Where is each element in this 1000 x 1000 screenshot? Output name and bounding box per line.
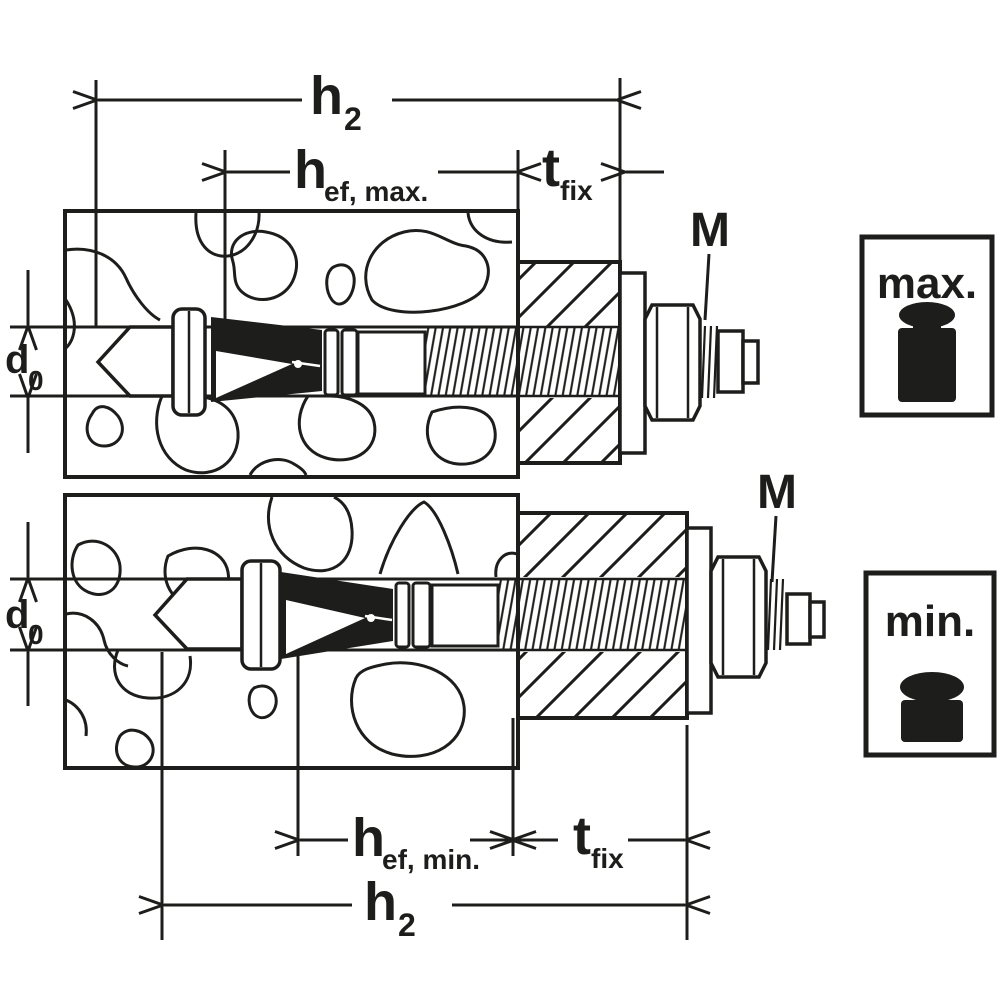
dimension-subscript: ef, max.: [324, 176, 428, 207]
thread-band-top: [425, 325, 620, 398]
light-weight-icon: [900, 672, 964, 742]
dimension-subscript: fix: [591, 843, 624, 874]
thread-runout-bottom: [766, 578, 785, 651]
thread-size-label: M: [690, 204, 730, 257]
dimension-subscript: 2: [398, 907, 416, 943]
thread-band-bottom: [498, 577, 687, 652]
thread-runout-top: [700, 325, 719, 399]
bottom-assembly: M h ef, min. t fix h 2 d: [5, 466, 826, 943]
heavy-weight-icon: [898, 302, 956, 402]
dimension-d0-bottom: d 0: [5, 522, 44, 706]
washer-bottom: [685, 526, 713, 715]
fixture-plate-top: [516, 260, 622, 465]
dimension-tfix-top: t fix: [542, 138, 664, 206]
min-load-badge: min.: [863, 570, 997, 758]
fixture-plate-bottom: [516, 511, 689, 720]
sleeve-ring: [411, 581, 432, 649]
top-assembly: M h 2 h ef, max. t fix d 0: [5, 66, 760, 479]
sleeve-ring: [323, 328, 340, 397]
dimension-hef-max: h ef, max.: [225, 140, 518, 327]
hex-nut-bottom: [709, 555, 768, 679]
bolt-end-top: [716, 329, 760, 394]
dimension-h2-top: h 2: [96, 66, 620, 327]
sleeve-ring: [340, 328, 359, 397]
dimension-label: h: [364, 872, 397, 932]
thread-size-label: M: [757, 466, 797, 519]
sleeve-ring: [394, 581, 411, 649]
bolt-shank: [430, 583, 500, 648]
expansion-clip-slit: [364, 614, 393, 622]
dimension-subscript: 2: [344, 101, 362, 137]
anchor-bolt-bottom: [152, 559, 500, 671]
concrete-aggregate-texture-top: [64, 212, 513, 476]
thread-size-callout-top: M: [690, 204, 730, 321]
dimension-label: d: [5, 338, 29, 382]
dimension-label: h: [352, 808, 385, 868]
expansion-clip-notch: [216, 351, 292, 398]
dimension-label: t: [542, 138, 560, 198]
dimension-label: h: [294, 140, 327, 200]
dimension-label: h: [310, 66, 343, 126]
expansion-clip-slit: [291, 360, 321, 368]
dimension-subscript: 0: [28, 365, 44, 396]
dimension-subscript: ef, min.: [382, 844, 480, 875]
dimension-d0-top: d 0: [5, 270, 44, 453]
dimension-h2-bottom: h 2: [162, 652, 687, 943]
max-label: max.: [877, 259, 977, 308]
dimension-label: t: [573, 806, 591, 866]
dimension-tfix-bottom: t fix: [515, 806, 685, 874]
max-load-badge: max.: [859, 234, 995, 418]
thread-size-callout-bottom: M: [757, 466, 797, 583]
dimension-subscript: 0: [28, 619, 44, 650]
callout-leader-line: [770, 515, 778, 583]
expansion-clip-notch: [286, 600, 365, 654]
min-label: min.: [885, 597, 975, 646]
bolt-shank: [356, 330, 427, 396]
dimension-subscript: fix: [560, 175, 593, 206]
dimension-label: d: [5, 593, 29, 637]
bolt-end-bottom: [785, 592, 826, 646]
washer-top: [618, 271, 647, 455]
anchor-bolt-top: [95, 307, 427, 417]
concrete-aggregate-texture-bottom: [65, 495, 518, 769]
hex-nut-top: [643, 303, 702, 422]
callout-leader-line: [703, 253, 711, 321]
